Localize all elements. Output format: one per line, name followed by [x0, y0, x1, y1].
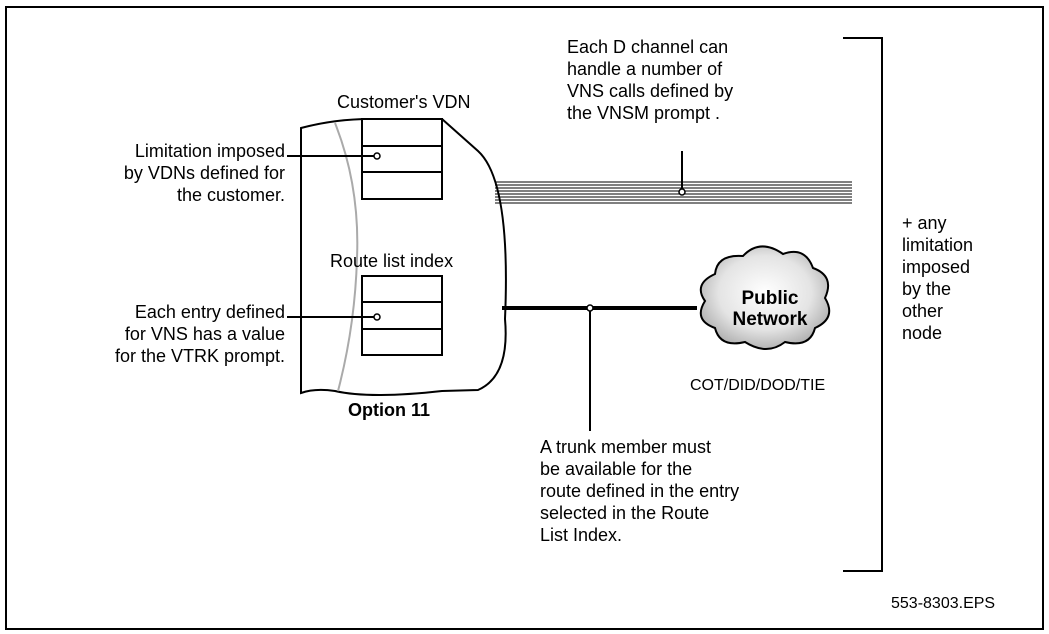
- public-network-cloud: [699, 245, 831, 350]
- trunk-member-line: route defined in the entry: [540, 481, 740, 501]
- right-bracket: [843, 37, 883, 572]
- d-channel-note-line: Each D channel can: [567, 37, 729, 57]
- vdn-table: [361, 118, 443, 200]
- vdn-limitation-line: Limitation imposed: [134, 141, 285, 161]
- vdn-row: [361, 171, 443, 200]
- d-channel-note: Each D channel can handle a number of VN…: [567, 36, 733, 124]
- vtrk-note-line: for the VTRK prompt.: [114, 346, 285, 366]
- vtrk-note-line: Each entry defined: [134, 302, 285, 322]
- trunk-member-note: A trunk member must be available for the…: [540, 436, 739, 546]
- cloud-label-line: Public: [741, 288, 799, 309]
- route-list-label: Route list index: [330, 251, 454, 271]
- cloud-label-line: Network: [732, 309, 808, 330]
- d-channel-leader-dot: [678, 188, 686, 196]
- other-node-line: imposed: [902, 257, 971, 277]
- trunk-member-line: selected in the Route: [540, 503, 710, 523]
- other-node-line: + any: [902, 213, 947, 233]
- trunk-member-line: be available for the: [540, 459, 693, 479]
- other-node-line: limitation: [902, 235, 974, 255]
- vtrk-leader-dot: [373, 313, 381, 321]
- trunk-member-line: List Index.: [540, 525, 623, 545]
- other-node-note: + any limitation imposed by the other no…: [902, 212, 973, 344]
- vtrk-note-line: for VNS has a value: [124, 324, 285, 344]
- vdn-limitation-note: Limitation imposed by VDNs defined for t…: [40, 140, 285, 206]
- other-node-line: node: [902, 323, 943, 343]
- other-node-line: other: [902, 301, 944, 321]
- cabinet-inner-curve: [334, 122, 359, 392]
- vdn-row: [361, 118, 443, 147]
- vdn-row: [361, 145, 443, 173]
- other-node-line: by the: [902, 279, 952, 299]
- vdn-limitation-line: by VDNs defined for: [123, 163, 285, 183]
- trunk-member-line: A trunk member must: [540, 437, 712, 457]
- option-label: Option 11: [348, 400, 431, 420]
- d-channel-note-line: VNS calls defined by: [567, 81, 734, 101]
- cloud-label: Public Network: [715, 288, 825, 330]
- route-list-row: [361, 328, 443, 356]
- d-channel-note-line: the VNSM prompt .: [567, 103, 721, 123]
- trunk-types-label: COT/DID/DOD/TIE: [690, 377, 826, 394]
- d-channel-bundle: [495, 181, 852, 204]
- vdn-leader-dot: [373, 152, 381, 160]
- d-channel-note-line: handle a number of: [567, 59, 723, 79]
- diagram-border: [5, 6, 1044, 630]
- figure-id: 553-8303.EPS: [891, 595, 996, 612]
- customer-vdn-label: Customer's VDN: [337, 92, 471, 112]
- route-list-row: [361, 275, 443, 303]
- vdn-limitation-line: the customer.: [176, 185, 285, 205]
- vtrk-note: Each entry defined for VNS has a value f…: [40, 301, 285, 367]
- trunk-member-dot: [586, 304, 594, 312]
- diagram-canvas: [5, 6, 1044, 630]
